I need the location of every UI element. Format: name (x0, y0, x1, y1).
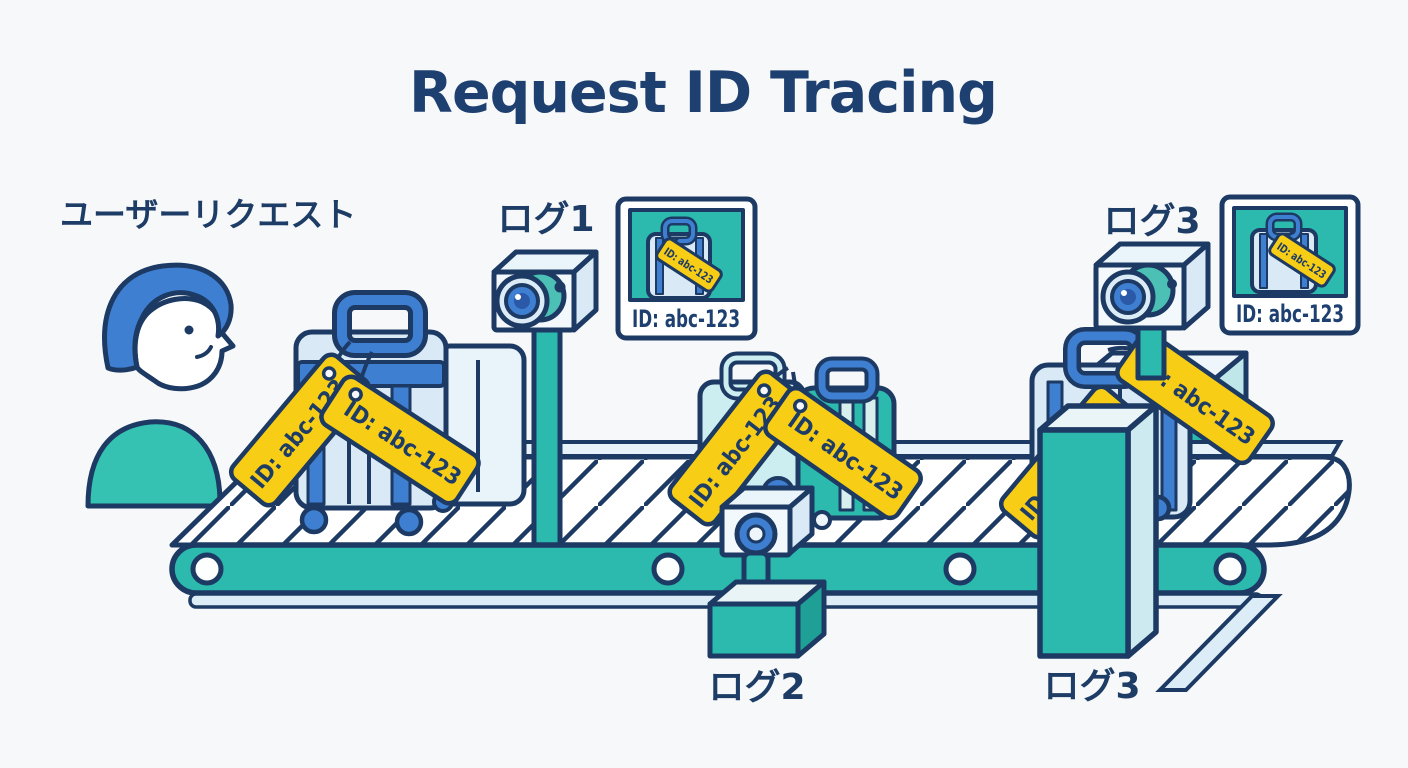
tag-hole (756, 383, 772, 398)
user-person-icon (85, 262, 236, 509)
camera-indicator-dot (554, 281, 566, 293)
id-tag: ID: abc-123 (763, 385, 923, 521)
person-hair (102, 262, 234, 373)
tag-hole (792, 398, 808, 414)
person-body (85, 419, 223, 509)
person-mouth (195, 345, 213, 359)
person-face (132, 296, 236, 392)
belt-return-edge (1155, 594, 1283, 692)
log3-snapshot-frame: ID: abc-123 ID: abc-123 (1219, 194, 1361, 336)
log1-camera-pole (531, 325, 563, 551)
suitcase-wheel (394, 507, 424, 537)
tag-hole (348, 387, 363, 402)
snapshot-caption: ID: abc-123 (1236, 300, 1344, 328)
camera-indicator-dot (1167, 279, 1177, 289)
belt-roller (1213, 552, 1247, 586)
log1-snapshot-frame: ID: abc-123 ID: abc-123 (615, 196, 758, 341)
snapshot-caption: ID: abc-123 (632, 305, 740, 333)
belt-roller (943, 552, 977, 586)
page-title: Request ID Tracing (409, 60, 997, 126)
log3-camera-icon (1093, 241, 1211, 381)
log3-pillar (1037, 403, 1159, 659)
log1-camera-icon (491, 249, 599, 333)
log3-camera-label: ログ3 (1103, 201, 1200, 242)
log2-camera-icon (707, 476, 827, 659)
log3-camera-pole (1135, 325, 1167, 381)
log2-label: ログ2 (708, 667, 805, 708)
tag-hole (321, 366, 337, 381)
suitcase-wheel (299, 505, 329, 535)
log1-label: ログ1 (497, 199, 594, 240)
person-eye (184, 325, 194, 335)
user-request-label: ユーザーリクエスト (60, 195, 356, 234)
belt-roller (190, 552, 224, 586)
log3-pillar-label: ログ3 (1043, 666, 1140, 707)
suitcase-wheel (812, 510, 832, 530)
id-tag: ID: abc-123 (319, 374, 481, 506)
belt-roller (651, 552, 685, 586)
